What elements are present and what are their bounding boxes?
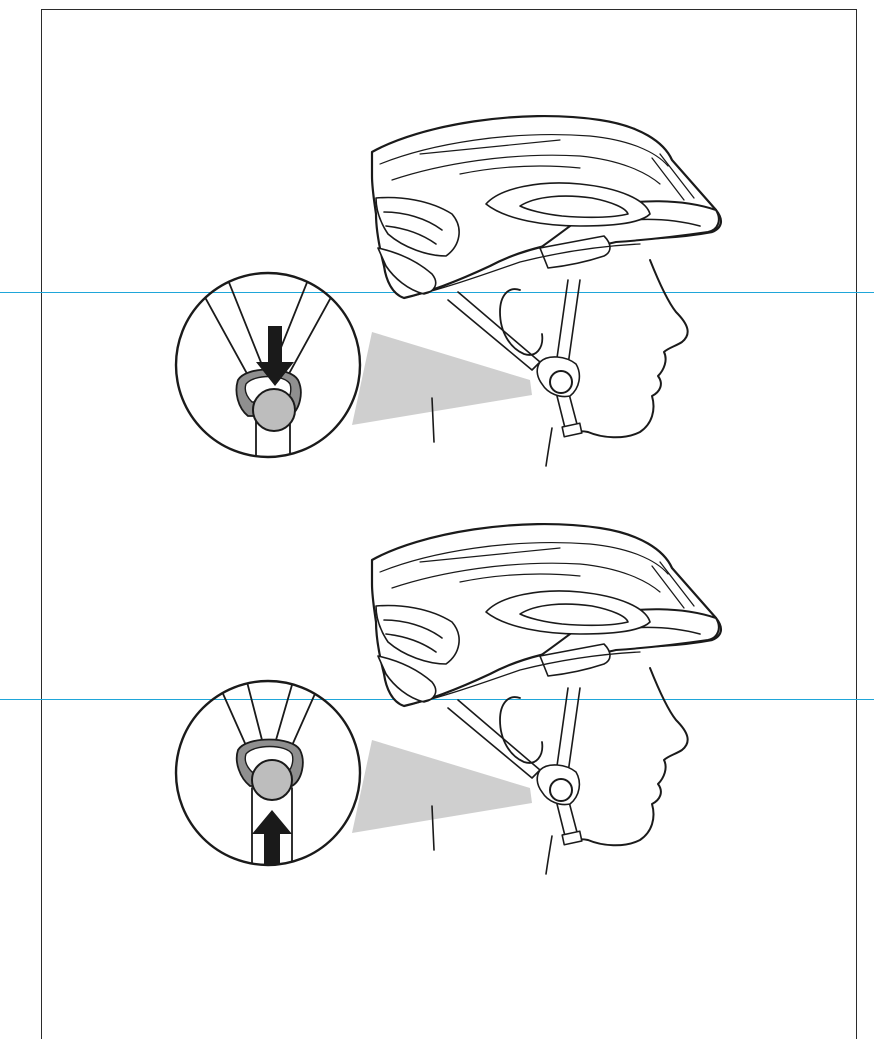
zoom-buckle-cap [252, 760, 292, 800]
zoom-strap-right [276, 678, 322, 750]
rear-strap [448, 700, 540, 778]
front-strap [556, 688, 580, 773]
head-profile [570, 260, 688, 437]
buckle-cap [550, 371, 572, 393]
step-1-illustration [0, 80, 874, 480]
helmet-fit-illustration [0, 80, 874, 480]
neck-front-line [546, 836, 552, 874]
strap-slider-zoom [176, 678, 360, 872]
buckle-cap [550, 779, 572, 801]
zoom-pointer-beam [352, 740, 532, 833]
neck-front-line [546, 428, 552, 466]
zoom-pointer-beam [352, 332, 532, 425]
zoom-buckle-cap [253, 389, 295, 431]
step-2-illustration [0, 488, 874, 888]
head-profile [570, 668, 688, 845]
strap-slider-zoom [176, 270, 360, 460]
helmet-fit-illustration [0, 488, 874, 888]
zoom-strap-left [216, 678, 262, 750]
front-strap [556, 280, 580, 365]
rear-strap [448, 292, 540, 370]
